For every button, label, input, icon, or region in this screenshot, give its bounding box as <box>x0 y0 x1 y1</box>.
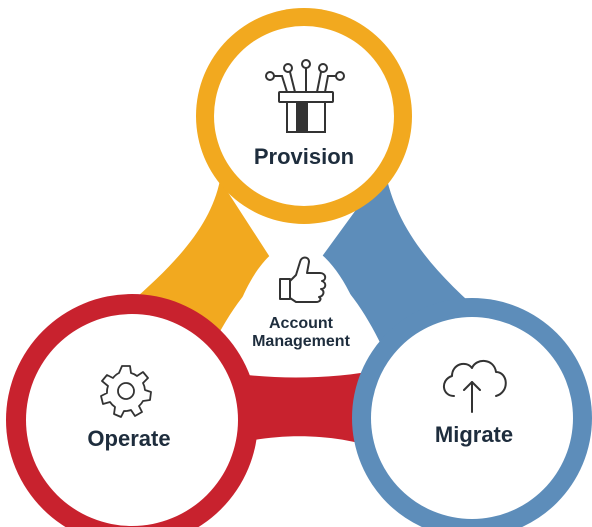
center-label-line2: Management <box>252 333 350 350</box>
center-label-line1: Account <box>269 315 334 332</box>
provision-node: Provision <box>196 8 412 224</box>
gear-icon <box>100 365 152 418</box>
cloud-upload-icon <box>443 360 507 413</box>
circuit-connector-icon <box>265 59 345 133</box>
migrate-label: Migrate <box>435 422 513 447</box>
provision-label: Provision <box>254 144 354 169</box>
migrate-node: Migrate <box>352 298 592 527</box>
operate-node: Operate <box>6 294 258 527</box>
center-hub <box>225 240 370 367</box>
operate-label: Operate <box>87 426 170 451</box>
thumbs-up-icon <box>279 256 327 303</box>
